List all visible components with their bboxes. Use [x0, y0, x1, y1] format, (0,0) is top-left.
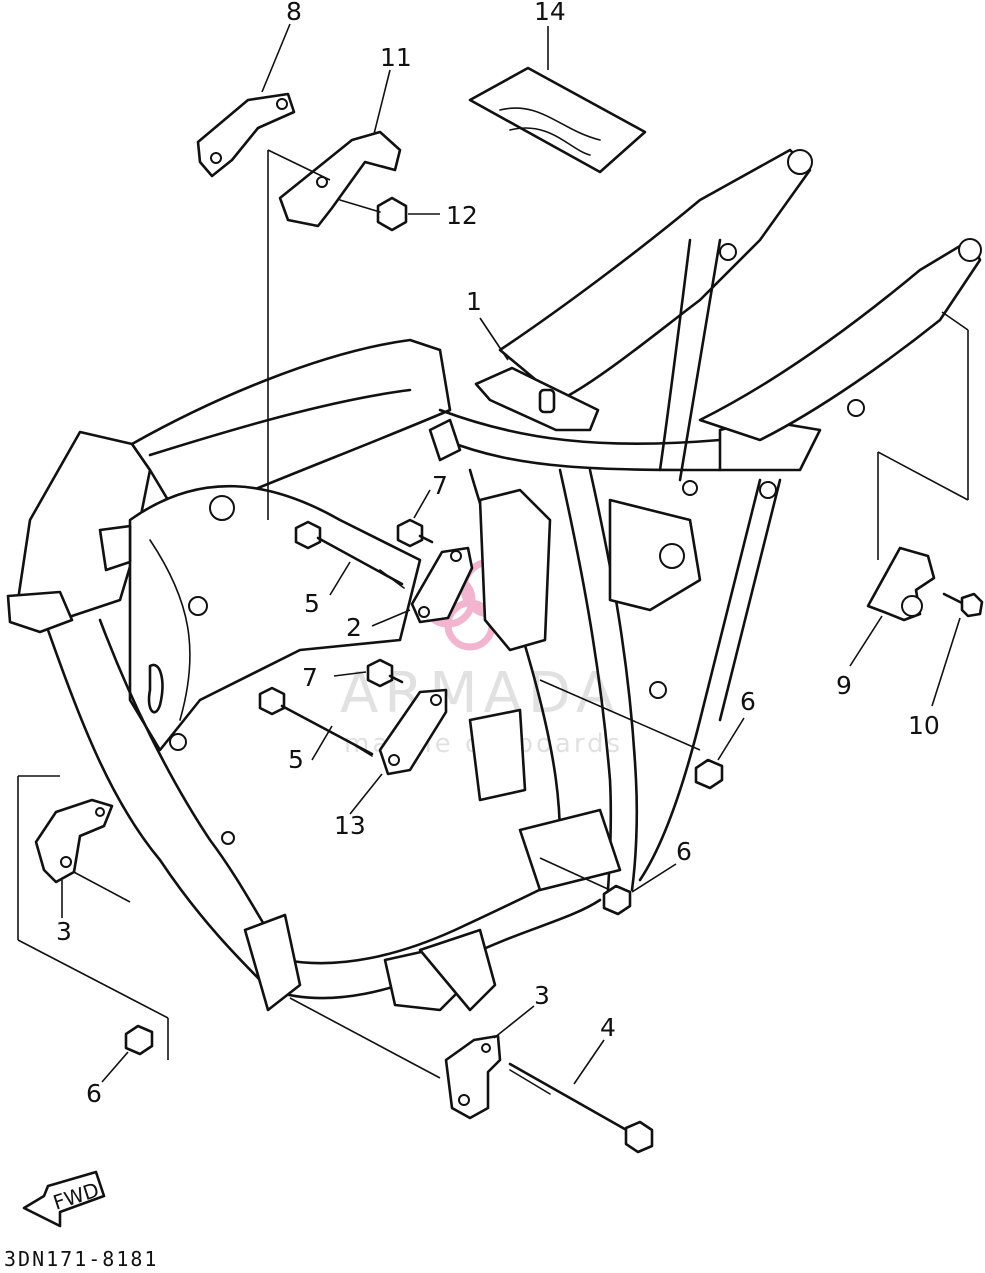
- part-13-plate: [349, 688, 448, 815]
- part-7-bolt-upper: [396, 489, 434, 548]
- part-8-bracket: [196, 23, 296, 178]
- callout-12: 12: [446, 201, 478, 230]
- part-3-bracket-left: [34, 798, 114, 918]
- part-9-bracket: [849, 546, 936, 667]
- callout-labels: 1 2 3 3 4 5 5 6 6 6 7 7 8 9 10 11 12 13 …: [56, 0, 940, 1108]
- main-frame: [6, 148, 983, 1012]
- part-4-bolt: [508, 1039, 654, 1154]
- callout-6-middle: 6: [676, 837, 692, 866]
- callout-13: 13: [334, 811, 366, 840]
- callout-5-lower: 5: [288, 745, 304, 774]
- callout-14: 14: [534, 0, 566, 26]
- part-7-bolt-lower: [333, 658, 404, 688]
- part-12-bolt: [339, 196, 440, 232]
- callout-11: 11: [380, 43, 412, 72]
- callout-9: 9: [836, 671, 852, 700]
- part-5-bolt-lower: [258, 686, 374, 761]
- fwd-arrow-icon: FWD: [22, 1170, 106, 1228]
- diagram-code: 3DN171-8181: [4, 1247, 158, 1271]
- callout-2: 2: [346, 613, 362, 642]
- part-6-nut-right: [694, 717, 745, 790]
- reference-lines: [17, 149, 969, 1079]
- callout-7-lower: 7: [302, 663, 318, 692]
- callout-8: 8: [286, 0, 302, 26]
- callout-3-left: 3: [56, 917, 72, 946]
- part-10-bolt: [931, 592, 984, 707]
- part-5-bolt-upper: [294, 520, 405, 596]
- part-14-cover: [468, 26, 647, 174]
- callout-4: 4: [600, 1013, 616, 1042]
- callout-3-right: 3: [534, 981, 550, 1010]
- part-2-plate: [371, 546, 474, 627]
- callout-1: 1: [466, 287, 482, 316]
- callout-5-upper: 5: [304, 589, 320, 618]
- part-3-bracket-right: [444, 1005, 535, 1120]
- part-6-nut-middle: [602, 863, 677, 916]
- part-11-bracket: [278, 69, 402, 228]
- callout-10: 10: [908, 711, 940, 740]
- callout-6-right: 6: [740, 687, 756, 716]
- callout-7-upper: 7: [432, 471, 448, 500]
- callout-6-left: 6: [86, 1079, 102, 1108]
- part-1-bracket: [474, 317, 600, 432]
- part-6-nut-left: [101, 1024, 154, 1083]
